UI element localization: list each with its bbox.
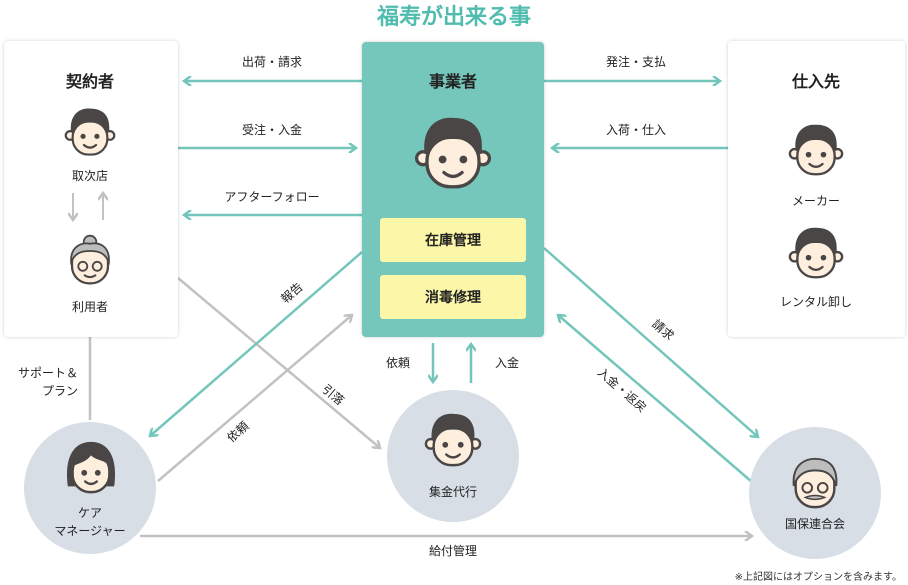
arrival-purchase-label: 入荷・仕入 <box>606 123 666 137</box>
care-manager-node: ケア マネージャー <box>24 422 156 554</box>
request-down-label: 依頼 <box>386 355 410 370</box>
request-cm-arrow <box>157 315 352 482</box>
deposit-return-arrow <box>558 315 753 483</box>
footnote: ※上記図にはオプションを含みます。 <box>735 570 902 583</box>
benefit-mgmt-label: 給付管理 <box>429 543 477 558</box>
deposit-up-label: 入金 <box>495 355 519 370</box>
kokuho-face-icon <box>792 457 838 509</box>
disinfection-box <box>380 275 526 319</box>
agency-label: 取次店 <box>72 169 108 183</box>
inventory-box <box>380 218 526 262</box>
kokuho-node: 国保連合会 <box>749 427 881 559</box>
user-label: 利用者 <box>72 300 108 314</box>
billing-label: 請求 <box>649 317 676 343</box>
support-plan-label-2: プラン <box>42 384 78 398</box>
order-payment-label: 受注・入金 <box>242 122 302 137</box>
after-follow-label: アフターフォロー <box>224 190 319 204</box>
care-manager-label-1: ケア <box>78 506 102 520</box>
order-pay-out-label: 発注・支払 <box>606 54 666 69</box>
business-heading: 事業者 <box>429 72 477 91</box>
inventory-label: 在庫管理 <box>425 232 481 249</box>
contractor-box: 契約者 取次店 利用者 <box>4 41 178 337</box>
supplier-heading: 仕入先 <box>791 72 840 91</box>
maker-label: メーカー <box>792 194 840 208</box>
care-manager-label-2: マネージャー <box>54 524 125 538</box>
collection-node: 集金代行 <box>387 390 519 522</box>
care-manager-face-icon <box>65 440 117 494</box>
report-label: 報告 <box>278 280 305 306</box>
debit-label: 引落 <box>319 382 346 408</box>
supplier-box: 仕入先 メーカー レンタル卸し <box>728 41 905 337</box>
disinfection-label: 消毒修理 <box>425 289 481 306</box>
collection-label: 集金代行 <box>429 484 477 499</box>
support-plan-label-1: サポート＆ <box>18 366 78 380</box>
billing-arrow <box>543 247 758 437</box>
debit-arrow <box>177 277 380 448</box>
ship-bill-label: 出荷・請求 <box>242 55 302 69</box>
kokuho-label: 国保連合会 <box>785 516 845 531</box>
diagram-title: 福寿が出来る事 <box>376 4 531 30</box>
report-arrow <box>150 251 363 436</box>
rental-label: レンタル卸し <box>780 294 852 309</box>
business-box: 事業者 在庫管理 消毒修理 <box>362 42 544 337</box>
contractor-heading: 契約者 <box>65 72 114 91</box>
